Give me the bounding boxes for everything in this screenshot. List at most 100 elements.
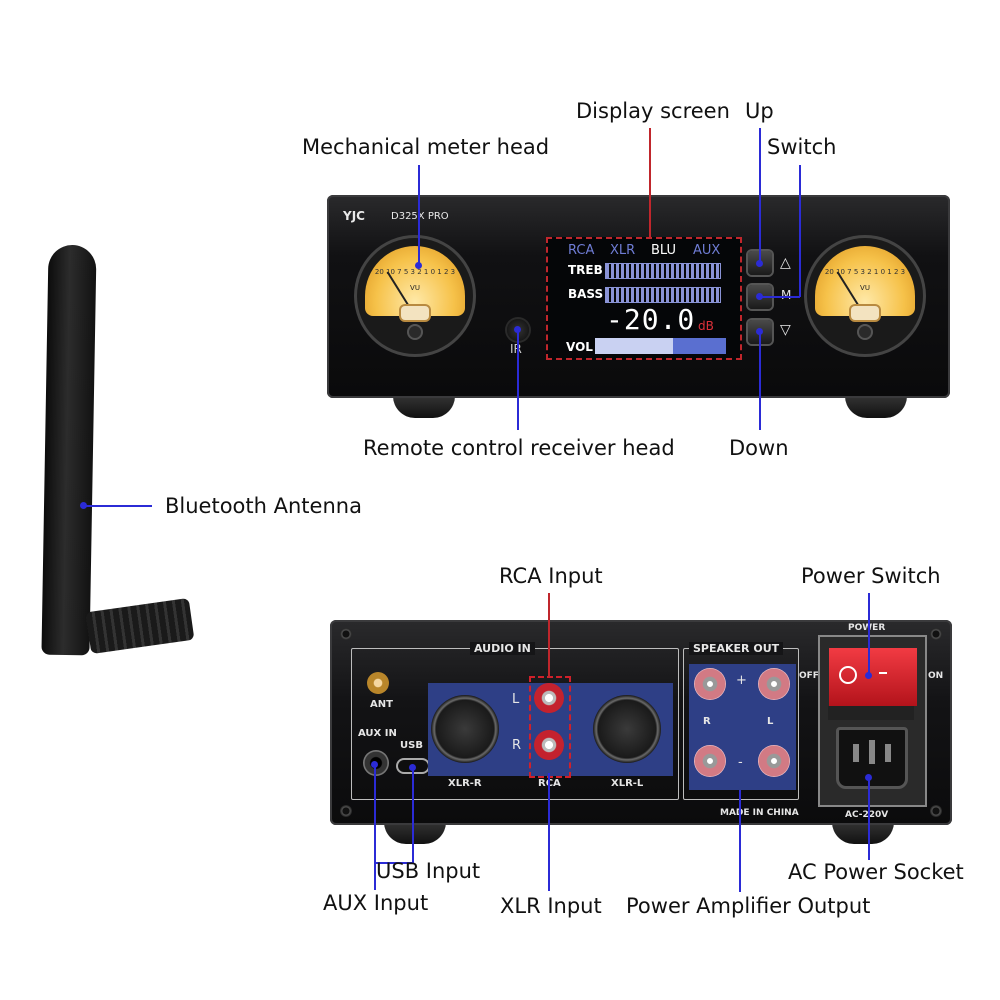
xlr-r-jack[interactable]	[431, 695, 499, 763]
power-leader	[868, 593, 870, 675]
callout-xlr-input: XLR Input	[500, 894, 602, 918]
antenna-dot	[80, 502, 87, 509]
xlr-l-label: XLR-L	[611, 778, 644, 789]
meter-scale: 20 10 7 5 3 2 1 0 1 2 3	[374, 268, 456, 276]
speaker-post-l-minus[interactable]	[758, 745, 790, 777]
fuse-holder	[828, 706, 914, 720]
on-label: ON	[928, 671, 944, 681]
meter-screw	[857, 324, 873, 340]
socket-pin	[853, 744, 859, 762]
socket-pin	[885, 744, 891, 762]
plus-sign: +	[736, 673, 747, 688]
antenna-leader	[84, 505, 152, 507]
down-arrow-icon: ▽	[780, 322, 791, 338]
antenna-jack[interactable]	[367, 672, 389, 694]
ant-label: ANT	[370, 699, 393, 710]
volume-bar-fill	[595, 338, 673, 354]
xlr-l-jack[interactable]	[593, 695, 661, 763]
treb-bar	[605, 263, 721, 279]
xlr-r-label: XLR-R	[448, 778, 482, 789]
up-dot	[756, 260, 763, 267]
ir-label: IR	[510, 342, 522, 356]
aux-leader	[374, 765, 376, 890]
aux-in-label: AUX IN	[358, 728, 397, 739]
ir-leader	[517, 330, 519, 430]
callout-power-amplifier-output: Power Amplifier Output	[626, 894, 871, 918]
callout-aux-input: AUX Input	[323, 891, 429, 915]
callout-usb-input: USB Input	[376, 859, 481, 883]
volume-bar	[595, 338, 726, 354]
made-in-label: MADE IN CHINA	[720, 808, 799, 818]
callout-bluetooth-antenna: Bluetooth Antenna	[165, 494, 362, 518]
usb-label: USB	[400, 740, 423, 751]
meter-dot	[415, 262, 422, 269]
up-arrow-icon: △	[780, 255, 791, 271]
tab-blu: BLU	[651, 243, 677, 258]
meter-leader	[418, 165, 420, 265]
off-symbol-icon	[839, 666, 857, 684]
audio-in-title: AUDIO IN	[470, 642, 535, 655]
switch-leader-v	[799, 165, 801, 297]
r-label: R	[512, 738, 522, 753]
callout-display-screen: Display screen	[576, 99, 730, 123]
meter-hub	[851, 306, 879, 320]
r-channel-label: R	[703, 716, 711, 727]
display-screen: RCA XLR BLU AUX TREB BASS -20.0 dB VOL	[546, 237, 742, 360]
vu-meter-left: 20 10 7 5 3 2 1 0 1 2 3 VU	[357, 238, 473, 354]
switch-dot	[756, 293, 763, 300]
screw-hole	[340, 628, 352, 640]
l-channel-label: L	[767, 716, 774, 727]
minus-sign: -	[738, 755, 743, 770]
meter-screw	[407, 324, 423, 340]
callout-power-switch: Power Switch	[801, 564, 941, 588]
up-leader	[759, 128, 761, 263]
speaker-post-r-plus[interactable]	[694, 668, 726, 700]
l-label: L	[512, 692, 520, 707]
callout-remote-control-receiver-head: Remote control receiver head	[363, 436, 675, 460]
treb-label: TREB	[568, 263, 603, 277]
bluetooth-antenna	[41, 244, 97, 656]
screw-hole	[930, 805, 942, 817]
usb-dot	[409, 764, 416, 771]
speaker-post-l-plus[interactable]	[758, 668, 790, 700]
meter-hub	[401, 306, 429, 320]
db-unit: dB	[698, 319, 714, 333]
switch-leader-h	[760, 296, 800, 298]
display-leader	[649, 128, 651, 238]
on-symbol-icon	[879, 672, 887, 674]
meter-scale: 20 10 7 5 3 2 1 0 1 2 3	[824, 268, 906, 276]
screw-hole	[930, 628, 942, 640]
rca-leader	[548, 593, 550, 677]
meter-vu-label: VU	[860, 284, 870, 292]
bass-label: BASS	[568, 287, 604, 301]
callout-ac-power-socket: AC Power Socket	[788, 860, 964, 884]
speaker-leader	[739, 790, 741, 892]
callout-mechanical-meter-head: Mechanical meter head	[302, 135, 550, 159]
speaker-post-r-minus[interactable]	[694, 745, 726, 777]
brand-logo: YJC	[343, 209, 365, 223]
power-label: POWER	[848, 623, 886, 633]
aux-dot	[371, 761, 378, 768]
antenna-connector	[85, 597, 195, 655]
callout-rca-input: RCA Input	[499, 564, 603, 588]
down-dot	[756, 328, 763, 335]
tab-rca: RCA	[568, 243, 595, 258]
rca-highlight	[529, 676, 571, 778]
ir-dot	[514, 326, 521, 333]
xlr-leader	[548, 773, 550, 891]
tab-aux: AUX	[693, 243, 721, 258]
callout-switch: Switch	[767, 135, 837, 159]
usb-leader-h	[376, 862, 413, 864]
bass-bar	[605, 287, 721, 303]
down-leader	[759, 332, 761, 430]
socket-pin	[869, 740, 875, 764]
rca-l-jack[interactable]	[534, 683, 564, 713]
rca-r-jack[interactable]	[534, 730, 564, 760]
off-label: OFF	[799, 671, 819, 681]
meter-vu-label: VU	[410, 284, 420, 292]
ac-power-socket[interactable]	[836, 727, 908, 789]
volume-db-value: -20.0	[606, 303, 696, 336]
power-dot	[865, 672, 872, 679]
speaker-out-title: SPEAKER OUT	[689, 642, 784, 655]
power-rocker-switch[interactable]	[826, 645, 920, 709]
